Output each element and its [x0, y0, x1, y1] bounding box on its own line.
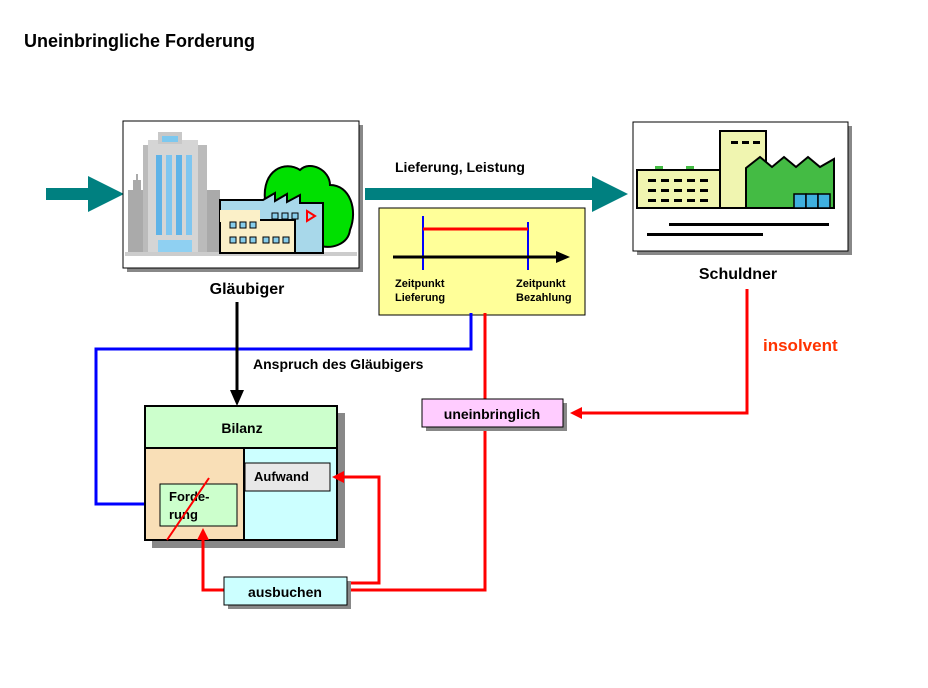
creditor-image — [122, 120, 363, 272]
insolvent-label: insolvent — [763, 336, 838, 355]
page-title: Uneinbringliche Forderung — [24, 31, 255, 51]
factory-building-icon — [219, 191, 324, 254]
write-off-to-expense-line — [343, 475, 381, 585]
balance-sheet: Bilanz Forde- rung Aufwand — [144, 405, 345, 548]
receivable-item: Forde- rung — [159, 477, 238, 541]
factory-icon — [636, 130, 835, 236]
delivery-arrow — [365, 176, 628, 212]
strike-through-mark — [166, 477, 210, 541]
write-off-to-receivable-arrowhead — [197, 528, 209, 540]
write-off-to-expense-arrowhead — [332, 471, 344, 483]
timeline-box: Zeitpunkt Lieferung Zeitpunkt Bezahlung — [378, 207, 586, 316]
debtor-image — [632, 121, 852, 255]
insolvent-flow-arrowhead — [570, 407, 582, 419]
uncollectible-label: uneinbringlich — [444, 406, 540, 422]
write-off-box: ausbuchen — [223, 576, 351, 609]
uncollectible-flow-line — [347, 313, 487, 592]
claim-label: Anspruch des Gläubigers — [253, 356, 424, 372]
claim-flow-line — [94, 313, 473, 506]
creditor-label: Gläubiger — [210, 281, 285, 298]
time-axis-arrowhead — [556, 251, 570, 263]
expense-label: Aufwand — [254, 469, 309, 484]
write-off-to-receivable-line — [201, 538, 224, 592]
write-off-label: ausbuchen — [248, 584, 322, 600]
creditor-to-balance-arrowhead — [230, 390, 244, 406]
insolvent-flow-line — [580, 289, 749, 415]
debtor-label: Schuldner — [699, 266, 777, 283]
receivable-label-1: Forde- — [169, 489, 209, 504]
balance-header — [146, 407, 336, 448]
balance-title: Bilanz — [221, 420, 262, 436]
delivery-time-label-2: Lieferung — [395, 292, 445, 304]
payment-time-label-1: Zeitpunkt — [516, 278, 566, 290]
uncollectible-box: uneinbringlich — [421, 398, 567, 431]
office-building-icon — [125, 132, 357, 256]
delivery-arrow-label: Lieferung, Leistung — [395, 159, 525, 175]
incoming-arrow — [46, 176, 124, 212]
delivery-time-label-1: Zeitpunkt — [395, 278, 445, 290]
expense-item: Aufwand — [244, 462, 331, 492]
payment-time-label-2: Bezahlung — [516, 292, 572, 304]
